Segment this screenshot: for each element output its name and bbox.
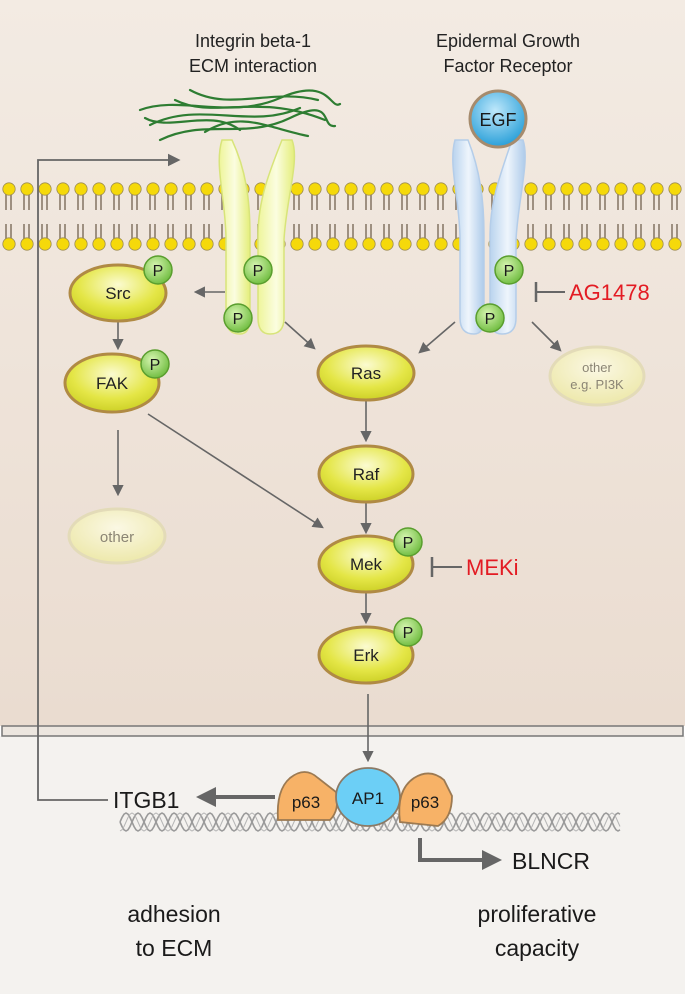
inhibitor-ag1478: AG1478: [534, 280, 650, 305]
p63-left: p63: [276, 771, 339, 821]
phospho-src-label: P: [153, 263, 164, 280]
egfr-receptor: [452, 139, 526, 335]
mek-node: Mek: [317, 534, 415, 594]
egf-label: EGF: [479, 110, 516, 130]
egfr-title-line1: Epidermal Growth: [436, 31, 580, 51]
egf-ligand: [468, 89, 528, 149]
raf-node: Raf: [317, 444, 415, 504]
integrin-title-line2: ECM interaction: [189, 56, 317, 76]
integrin-title-line1: Integrin beta-1: [195, 31, 311, 51]
ras-label: Ras: [351, 364, 381, 383]
other-right-label-2: e.g. PI3K: [570, 377, 624, 392]
outcome-left-line1: adhesion: [127, 901, 220, 927]
outcome-right-line2: capacity: [495, 935, 580, 961]
p63-right-label: p63: [411, 793, 439, 812]
outcome-left-line2: to ECM: [136, 935, 213, 961]
phospho-fak-label: P: [150, 357, 161, 374]
src-label: Src: [105, 284, 131, 303]
ras-node: Ras: [316, 344, 416, 402]
integrin-receptor: [218, 139, 296, 335]
nuclear-envelope: [1, 725, 684, 737]
p63-left-label: p63: [292, 793, 320, 812]
phospho-erk-label: P: [403, 625, 414, 642]
egfr-title-line2: Factor Receptor: [443, 56, 572, 76]
signaling-arrows: [112, 286, 562, 763]
phospho-integrin-2: P: [223, 303, 253, 333]
other-right-node: other e.g. PI3K: [548, 345, 646, 407]
phospho-fak: P: [140, 349, 170, 379]
src-node: Src: [68, 263, 168, 323]
ecm-fibers: [138, 88, 342, 142]
erk-label: Erk: [353, 646, 379, 665]
meki-label: MEKi: [466, 555, 519, 580]
phospho-mek: P: [393, 527, 423, 557]
inhibitor-meki: MEKi: [430, 555, 519, 580]
erk-node: Erk: [317, 625, 415, 685]
blncr-expression-arrow: [418, 838, 502, 870]
other-right-label-1: other: [582, 360, 612, 375]
phospho-egfr-1: P: [494, 255, 524, 285]
phospho-integrin-1-label: P: [253, 263, 264, 280]
phospho-erk: P: [393, 617, 423, 647]
other-left-label: other: [100, 529, 134, 546]
fak-node: FAK: [63, 352, 161, 414]
itgb1-label: ITGB1: [113, 787, 179, 813]
feedback-arrow: [37, 153, 181, 801]
phospho-src: P: [143, 255, 173, 285]
other-left-node: other: [67, 507, 167, 565]
cell-membrane: [0, 182, 685, 262]
p63-right: p63: [398, 772, 453, 827]
ap1-label: AP1: [352, 789, 384, 808]
phospho-egfr-1-label: P: [504, 263, 515, 280]
phospho-integrin-1: P: [243, 255, 273, 285]
mek-label: Mek: [350, 555, 383, 574]
outcome-right-line1: proliferative: [478, 901, 597, 927]
raf-label: Raf: [353, 465, 380, 484]
ag1478-label: AG1478: [569, 280, 650, 305]
fak-label: FAK: [96, 374, 129, 393]
phospho-egfr-2: P: [475, 303, 505, 333]
ap1: AP1: [335, 767, 401, 827]
phospho-integrin-2-label: P: [233, 311, 244, 328]
blncr-label: BLNCR: [512, 848, 590, 874]
phospho-egfr-2-label: P: [485, 311, 496, 328]
phospho-mek-label: P: [403, 535, 414, 552]
